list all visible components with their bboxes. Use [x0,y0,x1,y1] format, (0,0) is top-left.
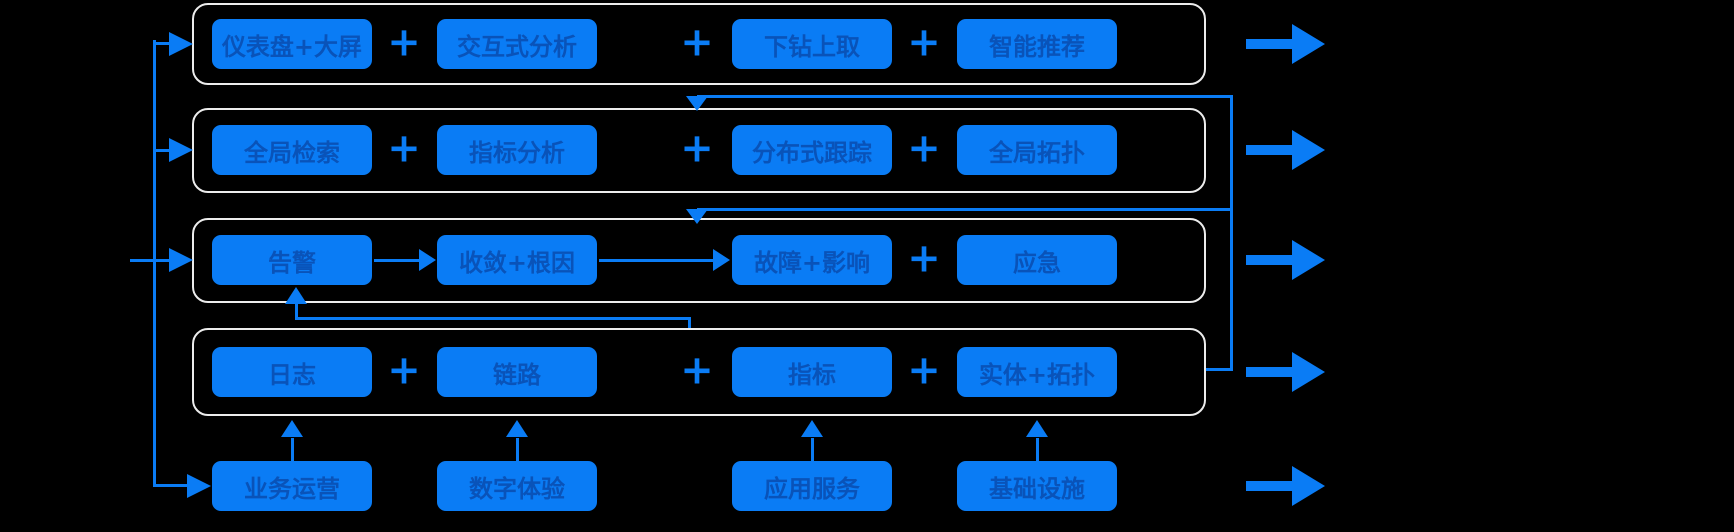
diagram-box: 实体+拓扑 [957,347,1117,397]
layer-frame-1 [192,3,1206,85]
diagram-box: 日志 [212,347,372,397]
diagram-box: 应急 [957,235,1117,285]
feedback-loop-line [1230,95,1233,371]
feedback-loop-line [1206,368,1233,371]
alert-feedback-line [295,303,298,317]
diagram-box: 应用服务 [732,461,892,511]
branch-line [153,149,171,152]
alert-feedback-line [295,317,691,320]
diagram-box: 指标 [732,347,892,397]
diagram-box: 告警 [212,235,372,285]
diagram-box: 智能推荐 [957,19,1117,69]
plus-icon: + [907,235,941,282]
row-output-arrow-icon [1246,352,1325,392]
up-arrow-shaft [291,438,294,461]
flow-arrow-icon [419,249,436,271]
up-arrow-icon [281,420,303,437]
branch-arrow-icon [187,474,211,498]
diagram-box: 指标分析 [437,125,597,175]
diagram-box: 基础设施 [957,461,1117,511]
left-rail-line [153,40,156,487]
diagram-box: 故障+影响 [732,235,892,285]
plus-icon: + [680,347,714,394]
layer-frame-4 [192,328,1206,416]
diagram-box: 仪表盘+大屏 [212,19,372,69]
plus-icon: + [387,347,421,394]
plus-icon: + [907,19,941,66]
branch-line [130,259,171,262]
plus-icon: + [680,19,714,66]
alert-feedback-line [688,317,691,328]
branch-arrow-icon [169,32,193,56]
branch-arrow-icon [169,248,193,272]
diagram-box: 分布式跟踪 [732,125,892,175]
plus-icon: + [907,125,941,172]
flow-arrow-shaft [374,259,420,262]
diagram-box: 全局拓扑 [957,125,1117,175]
diagram-box: 收敛+根因 [437,235,597,285]
flow-arrow-shaft [599,259,714,262]
flow-arrow-icon [713,249,730,271]
up-arrow-icon [1026,420,1048,437]
up-arrow-shaft [516,438,519,461]
plus-icon: + [907,347,941,394]
row-output-arrow-icon [1246,240,1325,280]
diagram-box: 全局检索 [212,125,372,175]
feedback-loop-line [697,95,1233,98]
branch-line [153,484,189,487]
up-arrow-icon [506,420,528,437]
diagram-box: 业务运营 [212,461,372,511]
alert-feedback-up-arrow-icon [285,287,307,304]
row-output-arrow-icon [1246,466,1325,506]
row-output-arrow-icon [1246,24,1325,64]
up-arrow-shaft [811,438,814,461]
diagram-box: 交互式分析 [437,19,597,69]
branch-arrow-icon [169,138,193,162]
row-output-arrow-icon [1246,130,1325,170]
up-arrow-shaft [1036,438,1039,461]
diagram-box: 下钻上取 [732,19,892,69]
diagram-box: 链路 [437,347,597,397]
diagram-box: 数字体验 [437,461,597,511]
feedback-loop-line [697,208,1233,211]
branch-line [153,42,171,45]
plus-icon: + [680,125,714,172]
plus-icon: + [387,19,421,66]
feedback-down-arrow-icon [686,96,708,111]
up-arrow-icon [801,420,823,437]
plus-icon: + [387,125,421,172]
feedback-down-arrow-icon [686,209,708,224]
